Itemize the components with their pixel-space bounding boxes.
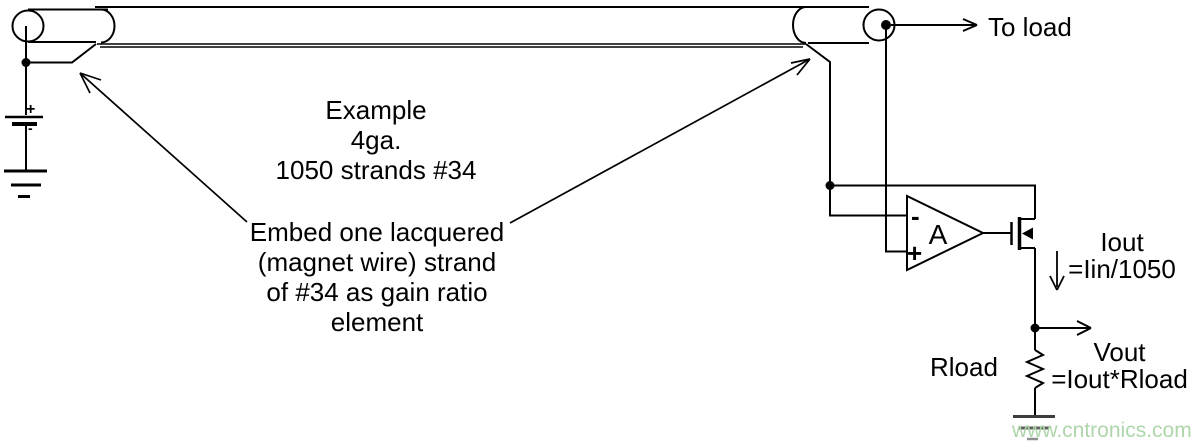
to-load-arrow-icon	[891, 18, 978, 32]
feedback-wire	[830, 184, 1036, 219]
pointer-arrow-left	[79, 72, 248, 223]
cable-example-note: Example 4ga. 1050 strands #34	[275, 95, 477, 185]
vout-arrow-icon	[1039, 320, 1092, 336]
strand-exit-left	[26, 43, 97, 64]
junction-dot	[21, 58, 31, 67]
resistor-icon	[1024, 349, 1046, 415]
vout-label: Vout =Iout*Rload	[1051, 337, 1188, 394]
pointer-arrow-right	[509, 58, 811, 224]
inverting-input-wire	[829, 185, 907, 217]
wires	[829, 25, 1036, 350]
strand-exit-right	[805, 43, 831, 185]
iout-arrow-icon	[1049, 251, 1065, 291]
cable-icon	[11, 6, 896, 185]
mosfet-icon	[1010, 217, 1035, 250]
battery-plus-label: +	[26, 101, 36, 118]
embed-strand-note: Embed one lacquered (magnet wire) strand…	[249, 217, 505, 337]
battery-icon	[5, 26, 43, 171]
battery-minus-label: -	[28, 120, 33, 136]
opamp-noninverting-label: +	[907, 238, 923, 268]
junction-dot	[825, 181, 835, 190]
opamp-icon	[906, 194, 1011, 272]
pointer-arrows	[79, 58, 811, 224]
ground-icon	[1013, 415, 1055, 441]
iout-label: Iout =Iin/1050	[1068, 227, 1176, 284]
opamp-inverting-label: -	[911, 201, 920, 231]
mosfet-arrow	[1022, 227, 1033, 240]
cable-right-jacket-arc	[792, 6, 807, 44]
cable-left-end	[11, 9, 45, 43]
rload-label: Rload	[930, 352, 998, 382]
junction-dots	[21, 58, 1040, 333]
cable-left-jacket-arc	[100, 8, 116, 44]
to-load-label: To load	[988, 12, 1072, 42]
opamp-gain-label: A	[928, 219, 948, 250]
junction-dot	[1030, 323, 1040, 333]
ground-icon	[4, 169, 47, 198]
watermark: www.cntronics.com	[1012, 419, 1192, 442]
noninverting-input-wire	[885, 25, 907, 253]
